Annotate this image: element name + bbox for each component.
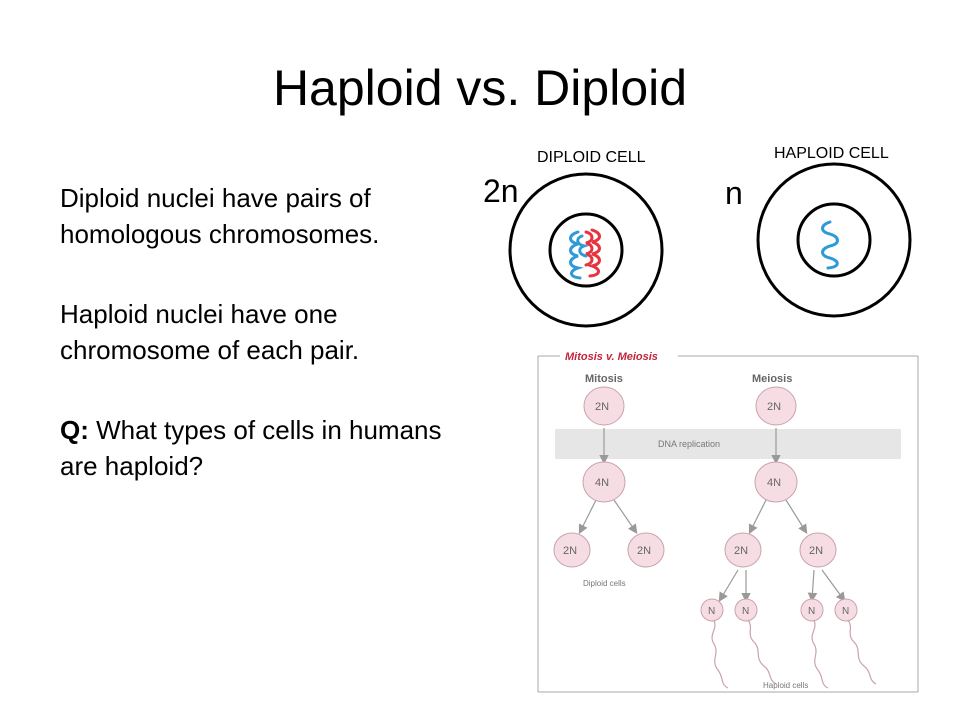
question-label: Q: xyxy=(60,415,89,445)
diploid-cell-label: DIPLOID CELL xyxy=(537,149,646,166)
diploid-cells-caption: Diploid cells xyxy=(583,579,626,588)
meiosis-intermediate-cell: 2N xyxy=(799,532,837,568)
mitosis-replicated-cell: 4N xyxy=(582,461,626,503)
blue-chromosome xyxy=(569,230,584,280)
arrow xyxy=(807,569,818,603)
gamete-cell: N xyxy=(700,598,729,689)
gamete-label: N xyxy=(708,606,715,617)
red-chromosome xyxy=(586,228,601,278)
haploid-nucleus xyxy=(796,202,872,278)
mitosis-label: Mitosis xyxy=(585,373,623,385)
cell-label: 2N xyxy=(767,401,781,413)
slide-title: Haploid vs. Diploid xyxy=(272,60,688,116)
haploid-definition: Haploid nuclei have one chromosome of ea… xyxy=(60,299,360,365)
arrow xyxy=(821,569,846,602)
diploid-ploidy-label: 2n xyxy=(483,173,519,209)
meiosis-parent-cell: 2N xyxy=(755,386,797,426)
blue-chromosome xyxy=(821,220,839,270)
haploid-cell-membrane xyxy=(756,162,912,318)
mitosis-daughter-cell: 2N xyxy=(553,532,591,568)
question-text: What types of cells in humans are haploi… xyxy=(60,415,442,481)
arrow xyxy=(748,499,767,535)
diploid-nucleus xyxy=(548,212,624,288)
cell-label: 4N xyxy=(767,477,781,489)
haploid-ploidy-label: n xyxy=(725,175,743,211)
meiosis-intermediate-cell: 2N xyxy=(724,532,762,568)
cell-label: 2N xyxy=(595,401,609,413)
cell-label: 2N xyxy=(809,545,823,557)
dna-replication-band xyxy=(555,429,901,459)
dna-replication-label: DNA replication xyxy=(658,439,720,449)
cell-label: 4N xyxy=(595,477,609,489)
haploid-cell-label: HAPLOID CELL xyxy=(774,145,889,162)
gamete-cell: N xyxy=(834,598,877,685)
cell-label: 2N xyxy=(563,545,577,557)
diploid-chromosomes xyxy=(569,228,601,280)
diagram-arrows xyxy=(578,428,846,603)
diploid-definition: Diploid nuclei have pairs of homologous … xyxy=(60,183,380,249)
mitosis-parent-cell: 2N xyxy=(583,386,625,426)
diploid-cell-membrane xyxy=(508,172,664,328)
gametes: N N N N xyxy=(700,598,877,689)
cells-figure: DIPLOID CELL 2n HAPLOID CELL n xyxy=(483,145,912,328)
arrow xyxy=(718,569,739,603)
gamete-label: N xyxy=(742,606,749,617)
diagram-title-bg xyxy=(560,348,678,364)
arrow xyxy=(578,499,597,535)
mitosis-daughter-cell: 2N xyxy=(627,532,665,568)
red-chromosome xyxy=(584,230,594,267)
diagram-title: Mitosis v. Meiosis xyxy=(565,351,658,363)
question: Q: What types of cells in humans are hap… xyxy=(60,412,460,484)
meiosis-replicated-cell: 4N xyxy=(754,461,798,503)
blue-chromosome xyxy=(576,234,590,258)
gamete-label: N xyxy=(808,606,815,617)
arrow xyxy=(785,499,808,535)
gamete-cell: N xyxy=(734,598,777,685)
meiosis-label: Meiosis xyxy=(752,373,792,385)
cell-label: 2N xyxy=(734,545,748,557)
haploid-cells-caption: Haploid cells xyxy=(763,681,808,690)
body-text: Diploid nuclei have pairs of homologous … xyxy=(60,180,460,528)
gamete-cell: N xyxy=(800,598,829,689)
gamete-label: N xyxy=(842,606,849,617)
cell-label: 2N xyxy=(637,545,651,557)
arrow xyxy=(613,499,638,534)
